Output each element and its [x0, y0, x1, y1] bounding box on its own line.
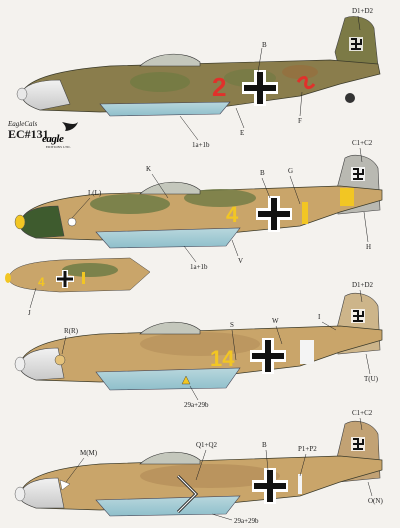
aircraft-4 [14, 417, 383, 521]
aircraft-2: 4 [14, 147, 383, 263]
fuselage-number: 14 [210, 346, 235, 371]
callout-label: B [260, 169, 265, 177]
fuselage-number: 2 [212, 72, 226, 102]
nose-cowling [19, 477, 65, 509]
callout-label: W [272, 317, 279, 325]
catalog-number: EC#131 [8, 127, 49, 141]
callout-label: R(R) [64, 327, 78, 335]
fuselage-number: 4 [226, 202, 239, 227]
canopy [139, 451, 201, 465]
callout-label: O(N) [368, 497, 383, 505]
callout-label: B [262, 41, 267, 49]
nose-emblem [59, 479, 71, 491]
callout-label: B [262, 441, 267, 449]
fuselage-number: 4 [38, 275, 45, 289]
callout-label: P1+P2 [298, 445, 317, 453]
wing-underside [99, 101, 231, 117]
callout-label: L(L) [88, 189, 102, 197]
fuselage-cross [252, 468, 288, 504]
logo-subtitle: EDITIONS LTD. [46, 145, 71, 149]
unit-emblem [296, 76, 316, 90]
callout-label: J [28, 309, 31, 317]
callout-label: 1a+1b [192, 141, 210, 149]
callout-label: S [230, 321, 234, 329]
callout-label: E [240, 129, 245, 137]
callout-label: K [146, 165, 152, 173]
callout-label: M(M) [80, 449, 98, 457]
canopy [139, 321, 201, 335]
wing-underside [95, 227, 241, 249]
callout-label: G [288, 167, 294, 175]
rudder-yellow [340, 188, 354, 206]
fuselage-cross [242, 70, 278, 106]
nose-emblem [54, 354, 66, 366]
callout-label: Q1+Q2 [196, 441, 218, 449]
callout-label: I [318, 313, 321, 321]
callout-label: C1+C2 [352, 409, 373, 417]
tail-marking [351, 437, 365, 451]
bar-marking [298, 474, 302, 494]
fuselage-cross [56, 270, 74, 288]
eagle-icon [62, 122, 78, 131]
tail-marking [351, 167, 365, 181]
aircraft-1: 2 [16, 15, 381, 141]
yellow-band [302, 202, 308, 224]
callout-label: D1+D2 [352, 7, 374, 15]
aircraft-2-topview: 4 [5, 257, 151, 309]
tail-marking [349, 37, 363, 51]
callout-label: C1+C2 [352, 139, 373, 147]
canopy [139, 181, 201, 195]
aircraft-3: 14 [14, 289, 383, 401]
logo-wordmark: eagle [42, 133, 64, 145]
fuselage-cross [256, 196, 292, 232]
brand-name: EagleCals [8, 120, 38, 128]
tail-marking [351, 309, 365, 323]
callout-label: 29a+29b [184, 401, 209, 409]
callout-label: F [298, 117, 302, 125]
callout-label: 29a+29b [234, 517, 259, 525]
nose-cowling [19, 205, 65, 239]
callout-label: D1+D2 [352, 281, 374, 289]
wing-underside [95, 367, 241, 391]
white-band [300, 340, 314, 364]
callout-label: V [238, 257, 244, 265]
fuselage-cross [250, 338, 286, 374]
callout-label: 1a+1b [190, 263, 208, 271]
callout-label: H [366, 243, 372, 251]
canopy [139, 53, 201, 67]
callout-label: T(U) [364, 375, 378, 383]
brand-block: EagleCals EC#131 [8, 121, 78, 141]
eagle-logo: eagle EDITIONS LTD. [40, 120, 80, 150]
